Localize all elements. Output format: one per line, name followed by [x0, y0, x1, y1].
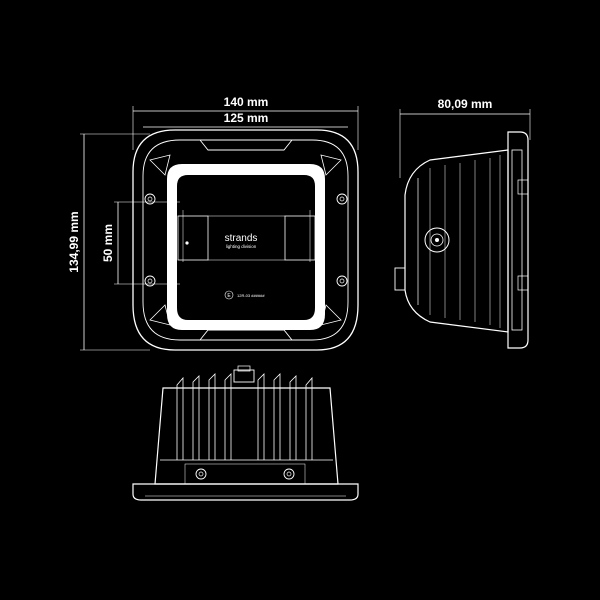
lens-detail [177, 210, 316, 262]
side-view: 80,09 mm [394, 97, 531, 349]
e-mark-icon [224, 290, 234, 300]
approval-code: 12R-03 ###### [237, 293, 265, 298]
corner-facet-tl [149, 154, 171, 176]
bolt-icon [144, 193, 156, 205]
bottom-connector [233, 369, 255, 383]
mounting-bolts [144, 193, 348, 287]
brand-subtitle: lighting division [226, 244, 257, 249]
bolt-icon [283, 468, 295, 480]
dim-label-140: 140 mm [224, 95, 269, 109]
bolt-icon [336, 193, 348, 205]
side-ribs [444, 155, 501, 328]
dimension-height-total: 134,99 mm [67, 133, 150, 351]
front-view: 140 mm 125 mm 134,99 mm 50 mm [67, 95, 359, 351]
corner-facet-tr [320, 154, 342, 176]
bolt-icon [195, 468, 207, 480]
housing-outline [132, 129, 359, 351]
side-body [404, 149, 509, 333]
housing-inner-rim [142, 139, 349, 341]
dimension-width-outer: 140 mm [132, 95, 359, 150]
bolt-icon [144, 275, 156, 287]
dim-label-80-09: 80,09 mm [438, 97, 493, 111]
bottom-tab [199, 329, 293, 341]
dimension-width-inner: 125 mm [143, 111, 348, 128]
top-tab [199, 139, 293, 151]
bolt-icon [336, 275, 348, 287]
connector [394, 267, 406, 291]
heatsink-fins [176, 373, 313, 460]
dimension-depth: 80,09 mm [399, 97, 531, 178]
dim-label-50: 50 mm [101, 224, 115, 262]
brand-logo: strands [225, 233, 258, 244]
e-mark: E [227, 293, 231, 299]
side-bezel [507, 131, 529, 349]
bottom-body [154, 387, 339, 485]
dim-label-125: 125 mm [224, 111, 269, 125]
vent-icon [424, 227, 450, 253]
bottom-view [132, 365, 359, 501]
bottom-base-plate [132, 483, 359, 501]
dim-label-134-99: 134,99 mm [67, 211, 81, 272]
